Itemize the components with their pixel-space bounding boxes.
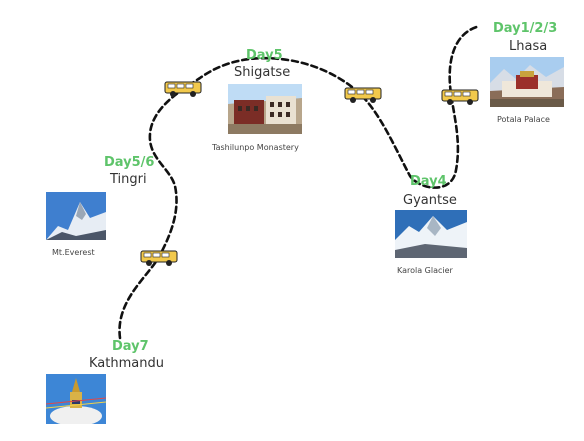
caption-karola-glacier: Karola Glacier bbox=[397, 266, 453, 275]
city-label-kathmandu: Kathmandu bbox=[89, 356, 164, 371]
day-label-shigatse: Day5 bbox=[246, 48, 283, 63]
potala-palace-photo bbox=[490, 57, 564, 107]
day-label-tingri: Day5/6 bbox=[104, 155, 155, 170]
caption-potala-palace: Potala Palace bbox=[497, 115, 550, 124]
caption-tashilunpo-monastery: Tashilunpo Monastery bbox=[212, 143, 299, 152]
city-label-tingri: Tingri bbox=[110, 172, 147, 187]
karola-glacier-photo bbox=[395, 210, 467, 258]
tashilunpo-monastery-photo bbox=[228, 84, 302, 134]
city-label-shigatse: Shigatse bbox=[234, 65, 291, 80]
day-label-gyantse: Day4 bbox=[410, 174, 447, 189]
day-label-kathmandu: Day7 bbox=[112, 339, 149, 354]
mt-everest-photo bbox=[46, 192, 106, 240]
bus-icon bbox=[164, 80, 202, 98]
kathmandu-stupa-photo bbox=[46, 374, 106, 424]
route-path bbox=[118, 24, 482, 340]
day-label-lhasa: Day1/2/3 bbox=[493, 21, 558, 36]
city-label-gyantse: Gyantse bbox=[403, 193, 457, 208]
bus-icon bbox=[344, 86, 382, 104]
bus-icon bbox=[441, 88, 479, 106]
bus-icon bbox=[140, 249, 178, 267]
caption-mt-everest: Mt.Everest bbox=[52, 248, 95, 257]
city-label-lhasa: Lhasa bbox=[509, 39, 548, 54]
